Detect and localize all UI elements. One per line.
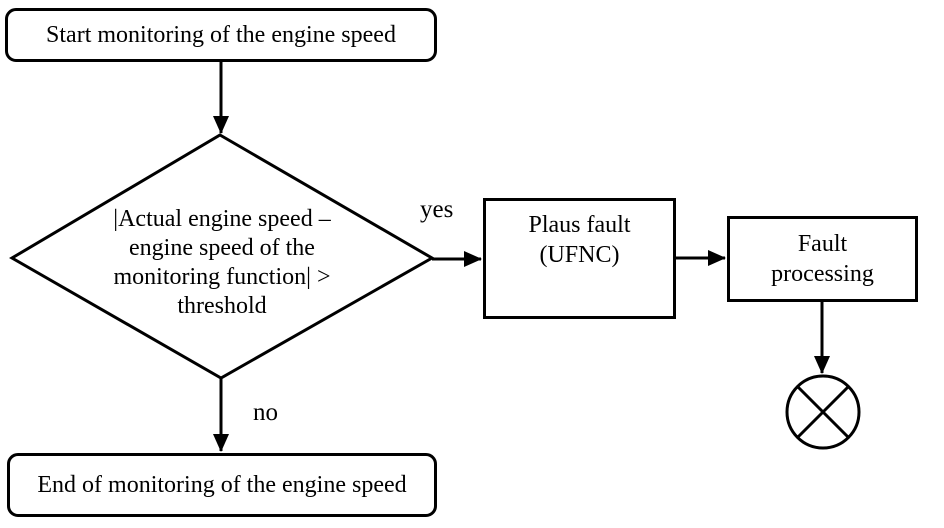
circle-x-icon [785,374,861,450]
fault-processing-label-line: Fault [797,231,848,257]
edge-label-yes: yes [420,196,454,223]
decision-node-text: |Actual engine speed – engine speed of t… [82,205,362,321]
end-node: End of monitoring of the engine speed [7,453,437,517]
decision-line: threshold [177,293,267,319]
decision-line: engine speed of the [129,235,315,261]
plaus-fault-label-line: Plaus fault [528,212,631,238]
end-node-label: End of monitoring of the engine speed [37,472,407,498]
plaus-fault-label-line: (UFNC) [539,242,620,268]
start-node: Start monitoring of the engine speed [5,8,437,62]
plaus-fault-node: Plaus fault (UFNC) [483,198,676,319]
decision-line: monitoring function| > [113,264,331,290]
fault-processing-node: Fault processing [727,216,918,302]
edge-label-no: no [253,399,278,426]
decision-line: |Actual engine speed – [113,206,331,232]
fault-processing-label-line: processing [771,261,874,287]
start-node-label: Start monitoring of the engine speed [46,22,396,48]
